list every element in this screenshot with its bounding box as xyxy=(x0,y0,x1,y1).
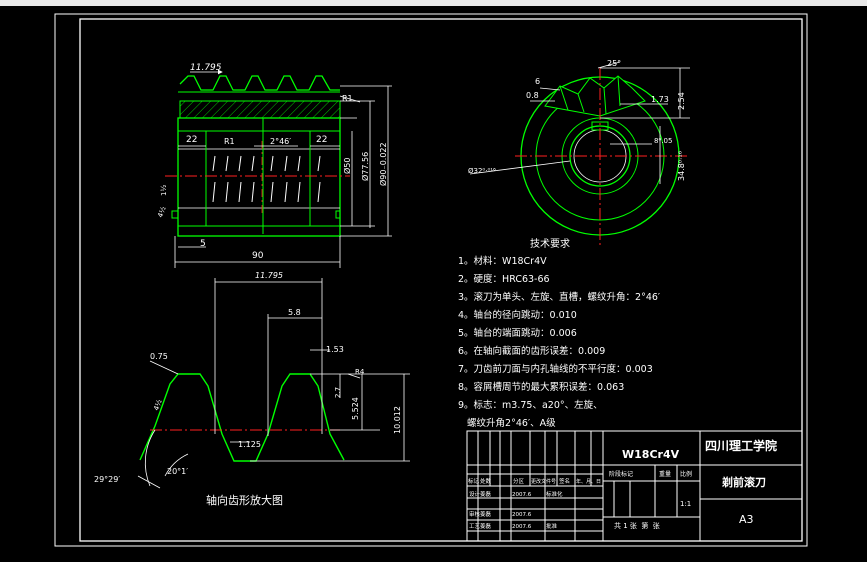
dim-left-small: 1½ xyxy=(160,185,168,196)
tb-process-3: 批准 xyxy=(546,522,558,530)
dim-r1-top: R1 xyxy=(342,94,353,103)
req-9: 9。标志：m3.75、a20°、左旋、 xyxy=(458,399,603,411)
req-7: 7。刀齿前刀面与内孔轴线的不平行度：0.003 xyxy=(458,363,653,375)
dim-11795-top: 11.795 xyxy=(190,63,222,73)
req-1: 1。材料：W18Cr4V xyxy=(458,255,547,267)
tb-review-1: 姜磊 xyxy=(480,510,492,518)
tb-rev-h0: 标记 xyxy=(468,477,480,485)
tb-design-1: 姜磊 xyxy=(480,490,492,498)
dim-e-58: 5.8 xyxy=(288,308,301,317)
req-6: 6。在轴向截面的齿形误差：0.009 xyxy=(458,345,605,357)
dim-e-075: 0.75 xyxy=(150,352,168,361)
dim-left-angle: 4½ xyxy=(156,205,167,218)
dim-e-2929: 29°29′ xyxy=(94,475,120,484)
dim-e-11795: 11.795 xyxy=(255,271,283,280)
tb-process-2: 2007.6 xyxy=(512,524,532,530)
hob-section-view: 11.795 R1 22 R1 2°46′ 22 Ø50 Ø77.56 Ø90₋… xyxy=(156,63,392,268)
dim-e-5524: 5.524 xyxy=(351,397,360,420)
dim-6: 6 xyxy=(535,77,540,86)
dim-5: 5 xyxy=(200,239,206,249)
dim-e-153: 1.53 xyxy=(326,345,344,354)
cad-top-strip xyxy=(0,0,867,6)
tb-stage-2: 比例 xyxy=(680,470,692,478)
tb-review-0: 审核 xyxy=(469,510,481,518)
req-4: 4。轴台的径向跳动：0.010 xyxy=(458,309,577,321)
tb-rev-h5: 年、月、日 xyxy=(576,478,601,485)
req-3: 3。滚刀为单头、左旋、直槽，螺纹升角：2°46′ xyxy=(458,291,660,303)
dim-phi32: Ø32⁰·⁰¹⁶ xyxy=(468,167,496,175)
tb-design-3: 标准化 xyxy=(546,490,563,498)
dim-e-45: 4½ xyxy=(152,398,163,411)
dim-e-201: 20°1′ xyxy=(167,467,188,476)
tb-design-0: 设计 xyxy=(469,490,481,498)
req-9-cont: 螺纹升角2°46′、A级 xyxy=(458,417,556,429)
tb-rev-h4: 签名 xyxy=(559,477,570,485)
req-8: 8。容屑槽周节的最大累积误差：0.063 xyxy=(458,381,624,393)
dim-25deg: 25° xyxy=(607,59,621,68)
sheet-inner-border xyxy=(79,18,803,542)
tb-rev-h3: 更改文件号 xyxy=(531,478,556,485)
technical-requirements: 技术要求 1。材料：W18Cr4V 2。硬度：HRC63-66 3。滚刀为单头、… xyxy=(458,237,660,429)
dim-90: 90 xyxy=(252,251,264,261)
tb-review-2: 2007.6 xyxy=(512,512,532,518)
req-2: 2。硬度：HRC63-66 xyxy=(458,273,550,285)
dim-22-left: 22 xyxy=(186,135,197,145)
dim-helix-angle: 2°46′ xyxy=(270,137,291,146)
dim-348: 34.8⁰·¹⁶ xyxy=(677,151,686,181)
dim-08: 0.8 xyxy=(526,91,539,100)
dim-phi50: Ø50 xyxy=(342,158,352,174)
tb-stage-0: 阶段标记 xyxy=(609,470,633,478)
drawing-sheet: 11.795 R1 22 R1 2°46′ 22 Ø50 Ø77.56 Ø90₋… xyxy=(54,13,808,547)
tb-sheet-size: A3 xyxy=(739,513,754,526)
title-block: W18Cr4V 四川理工学院 剃前滚刀 A3 1:1 共 1 张 第 张 标记 … xyxy=(466,430,803,542)
dim-8: 8⁰.05 xyxy=(654,137,672,145)
requirements-title: 技术要求 xyxy=(530,237,570,250)
dim-22-right: 22 xyxy=(316,135,327,145)
dim-254: 2.54 xyxy=(677,92,686,110)
axial-tooth-view: 11.795 5.8 1.53 0.75 2.7 5.524 10.012 1.… xyxy=(94,271,410,507)
dim-173: 1.73 xyxy=(651,95,669,104)
tb-part-name: 剃前滚刀 xyxy=(721,475,766,489)
hob-end-view: 6 0.8 25° 2.54 1.73 8⁰.05 34.8⁰·¹⁶ Ø32⁰·… xyxy=(468,59,690,246)
dim-phi7756: Ø77.56 xyxy=(360,152,370,181)
dim-e-10012: 10.012 xyxy=(393,406,402,434)
tb-process-0: 工艺 xyxy=(469,523,481,530)
view-caption: 轴向齿形放大图 xyxy=(206,493,283,507)
tb-rev-h2: 分区 xyxy=(513,477,525,485)
tb-stage-1: 重量 xyxy=(659,470,671,478)
tb-school: 四川理工学院 xyxy=(705,438,777,453)
dim-e-r4: R4 xyxy=(355,368,365,376)
tb-scale: 1:1 xyxy=(680,500,691,508)
dim-phi90: Ø90₋0.022 xyxy=(378,142,388,186)
tb-sheet-count: 共 1 张 第 张 xyxy=(614,521,660,530)
sheet-outer-border xyxy=(54,13,808,547)
dim-r1-mid: R1 xyxy=(224,137,235,146)
tb-material: W18Cr4V xyxy=(622,448,680,461)
tb-design-2: 2007.6 xyxy=(512,492,532,498)
req-5: 5。轴台的端面跳动：0.006 xyxy=(458,327,577,339)
tb-process-1: 姜磊 xyxy=(480,522,492,530)
dim-e-1125: 1.125 xyxy=(238,440,261,449)
tb-rev-h1: 处数 xyxy=(480,477,492,485)
dim-e-27: 2.7 xyxy=(334,387,342,398)
